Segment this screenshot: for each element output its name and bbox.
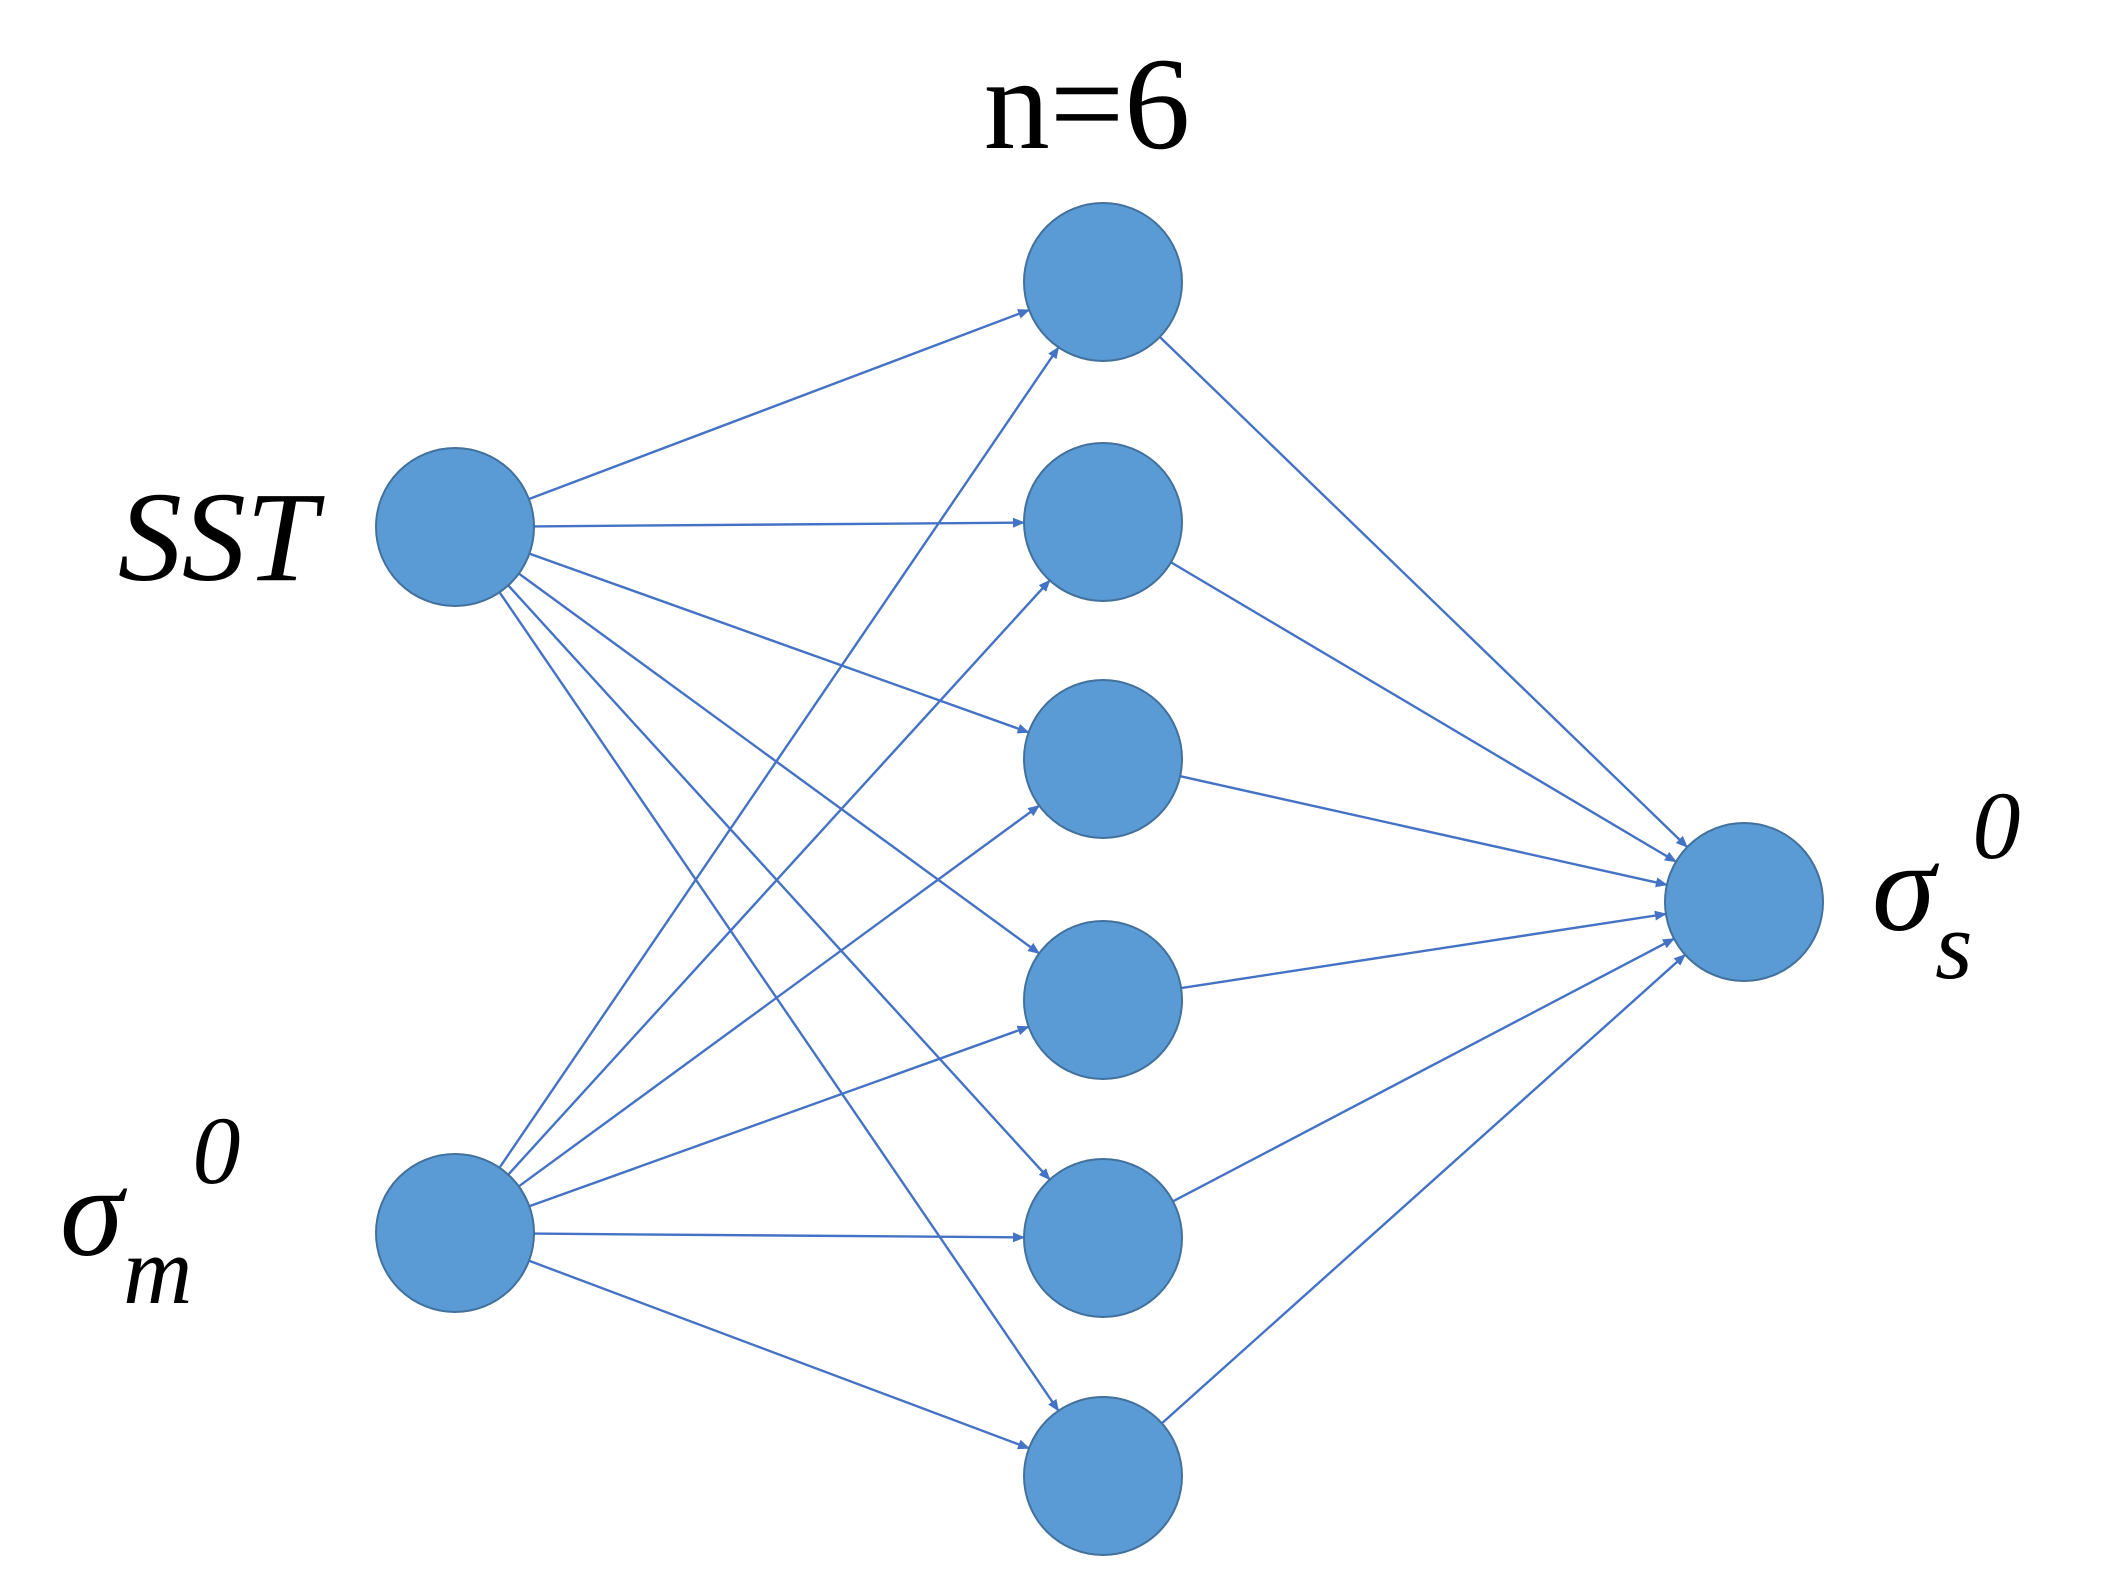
edge-input-0-hidden-5 (497, 590, 1060, 1412)
hidden-node-0 (1023, 202, 1183, 362)
edge-input-1-hidden-1 (506, 579, 1051, 1177)
edge-input-0-hidden-3 (516, 571, 1040, 955)
input-node-1 (375, 1153, 535, 1313)
connections (497, 308, 1689, 1450)
edge-input-0-hidden-2 (527, 551, 1030, 734)
edge-input-0-hidden-4 (506, 583, 1051, 1181)
input-label-sigma-m-sup: 0 (192, 1097, 240, 1204)
edge-hidden-1-output-0 (1168, 560, 1677, 863)
output-node-0 (1664, 822, 1824, 982)
input-label-sigma-m: σm0 (60, 1097, 240, 1324)
hidden-node-4 (1023, 1158, 1183, 1318)
output-label-sigma-s-sup: 0 (1972, 772, 2020, 879)
output-label-sigma-s: σs0 (1872, 772, 2020, 999)
edge-input-1-hidden-3 (527, 1025, 1030, 1208)
output-label-sigma-s-sub: s (1935, 892, 1972, 999)
edge-hidden-0-output-0 (1157, 334, 1689, 848)
edge-hidden-5-output-0 (1159, 953, 1686, 1426)
input-label-sigma-m-base: σ (60, 1141, 128, 1283)
layer-size-title: n=6 (984, 30, 1190, 177)
edge-hidden-2-output-0 (1178, 774, 1668, 888)
edge-input-0-hidden-0 (526, 308, 1031, 501)
hidden-node-3 (1023, 920, 1183, 1080)
output-label-sigma-s-base: σ (1872, 816, 1940, 958)
edge-input-1-hidden-4 (532, 1232, 1026, 1243)
input-label-sst-base: SST (118, 466, 325, 608)
input-node-0 (375, 447, 535, 607)
edge-hidden-3-output-0 (1179, 910, 1667, 990)
input-label-sst: SST (118, 466, 325, 608)
hidden-node-1 (1023, 442, 1183, 602)
edge-input-1-hidden-0 (497, 346, 1060, 1170)
edge-input-0-hidden-1 (532, 517, 1026, 528)
nodes (375, 202, 1824, 1556)
input-label-sigma-m-sub: m (123, 1217, 192, 1324)
hidden-node-5 (1023, 1396, 1183, 1556)
edge-hidden-4-output-0 (1171, 937, 1675, 1204)
edge-input-1-hidden-2 (516, 804, 1041, 1189)
hidden-node-2 (1023, 679, 1183, 839)
edge-input-1-hidden-5 (527, 1259, 1030, 1450)
